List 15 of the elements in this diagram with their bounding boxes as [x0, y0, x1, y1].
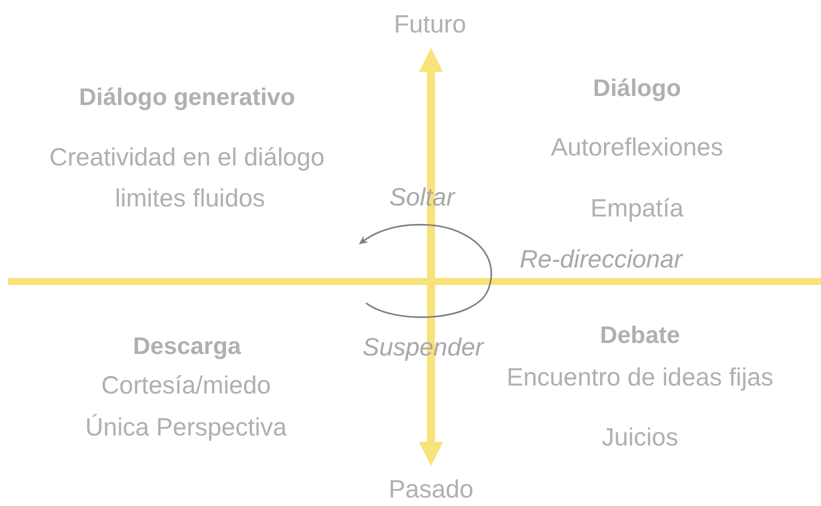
quadrant-text: Autoreflexiones [550, 134, 724, 162]
axis-label: Pasado [388, 476, 474, 504]
quadrant-text: Encuentro de ideas fijas [506, 364, 774, 392]
quadrant-text: Creatividad en el diálogo [49, 144, 325, 172]
quadrant-heading: Descarga [132, 333, 242, 361]
axis-label: Futuro [394, 10, 466, 40]
quadrant-heading: Debate [600, 322, 680, 350]
movement-label: Re-direccionar [520, 246, 682, 274]
quadrant-text: Única Perspectiva [85, 414, 287, 442]
quadrant-text: Juicios [602, 424, 678, 452]
quadrant-text: Cortesía/miedo [101, 372, 271, 400]
quadrant-text: limites fluidos [114, 184, 266, 214]
quadrant-heading: Diálogo [593, 75, 681, 103]
quadrant-text: Empatía [590, 194, 684, 224]
quadrant-heading: Diálogo generativo [78, 84, 296, 112]
